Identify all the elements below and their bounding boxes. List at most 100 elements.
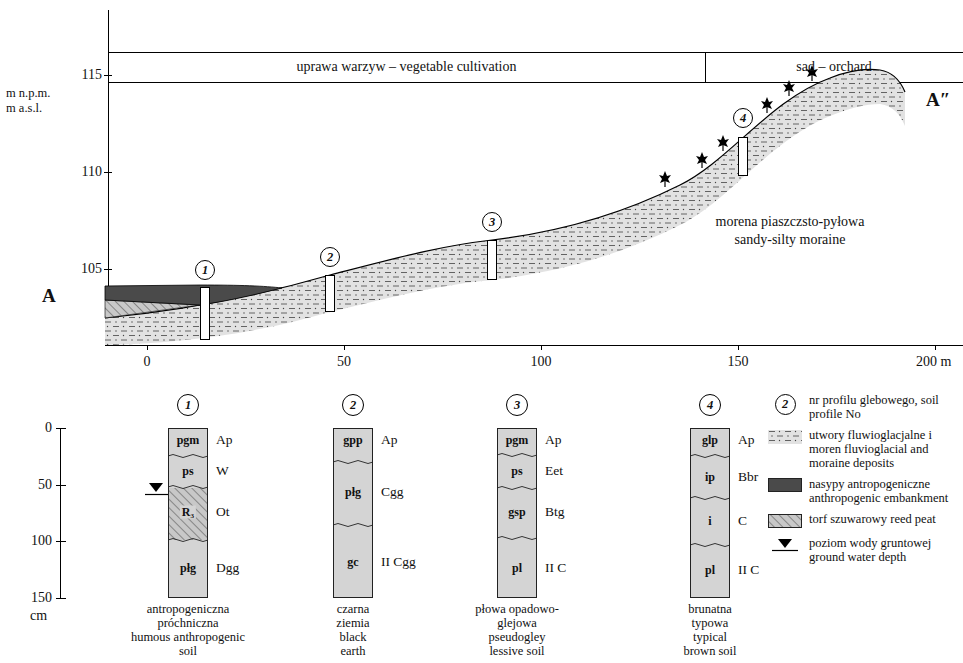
horizon-code: i [706, 515, 713, 528]
axis-tick-label: 110 [82, 164, 102, 180]
section-end-label: A″ [926, 89, 950, 111]
legend-text: nasypy antropogeniczne anthropogenic emb… [809, 477, 960, 505]
axis-tick-label: 50 [337, 354, 351, 370]
axis-tick-label: 150 [728, 354, 749, 370]
horizon-symbol: Bbr [738, 469, 758, 485]
soil-name: brunatna typowa [675, 603, 745, 630]
horizon-code: płg [178, 562, 198, 575]
moraine-band [105, 69, 905, 345]
legend-text: poziom wody gruntowej ground water depth [809, 536, 960, 564]
horizon-symbol: Eet [545, 463, 563, 479]
axis-tick-label: 150 [31, 590, 52, 606]
axis-tick-label: 100 [531, 354, 552, 370]
soil-profile-column: pgmpsgsppl [497, 428, 537, 598]
profile-column-fill [168, 428, 730, 598]
axis-tick-label: 50 [38, 477, 52, 493]
peat-sample [768, 513, 802, 529]
axis-tick-label: cm [30, 608, 47, 624]
horizon-symbol: Btg [545, 504, 565, 520]
legend-swatch [768, 478, 802, 492]
profile-number-text: 1 [185, 399, 191, 412]
soil-profile-column: gpppłggc [333, 428, 373, 598]
horizon-symbol: II C [738, 562, 759, 578]
horizon-code: ps [509, 465, 524, 478]
soil-name: pseudogley lessive soil [476, 631, 558, 658]
axis-tick-label: 115 [82, 67, 102, 83]
profile-number-text: 2 [782, 398, 788, 411]
horizon-code: gc [345, 556, 360, 569]
legend-text: torf szuwarowy reed peat [809, 512, 936, 526]
horizon-code: R₃ [180, 506, 196, 519]
soil-name: humous anthropogenic soil [129, 631, 247, 658]
profile-number-text: 2 [327, 251, 333, 264]
axis-unit: m n.p.m. [6, 86, 50, 100]
legend-row: nasypy antropogeniczne anthropogenic emb… [768, 477, 960, 505]
legend-row: 2 nr profilu glebowego, soil profile No [768, 393, 960, 421]
soil-name: czarna ziemia [323, 603, 383, 630]
ground-water-symbol [145, 483, 168, 495]
profile-number-text: 1 [202, 264, 208, 277]
band-text: sad – orchard [796, 59, 871, 75]
legend-row: utwory fluwioglacjalne i moren fluviogla… [768, 428, 960, 470]
profile-number: 1 [195, 260, 215, 280]
land-use-band: uprawa warzyw – vegetable cultivation [108, 52, 705, 82]
soil-profile-column: pgmpsR₃płg [168, 428, 208, 598]
horizon-code: ip [703, 471, 717, 484]
horizon-symbol: Dgg [216, 560, 239, 576]
profile-number-text: 3 [489, 216, 495, 229]
horizon-symbol: W [216, 463, 229, 479]
land-use-band: sad – orchard [705, 52, 963, 82]
distance-axis [105, 345, 963, 350]
profile-number: 3 [506, 394, 528, 416]
water-sample [768, 537, 802, 553]
deposit-label: sandy-silty moraine [735, 232, 846, 248]
horizon-code: płg [343, 486, 363, 499]
profile-boreholes [201, 138, 748, 340]
horizon-symbol: Ot [216, 504, 230, 520]
soil-name: płowa opadowo-glejowa [461, 603, 573, 630]
horizon-symbol: II Cgg [381, 554, 416, 570]
profile-number: 3 [482, 212, 502, 232]
profile-number-text: 4 [740, 112, 746, 125]
profile-number-text: 3 [514, 399, 520, 412]
horizon-boundaries [168, 454, 730, 547]
axis-tick-label: 105 [81, 261, 102, 277]
horizon-symbol: Ap [738, 432, 755, 448]
axis-tick-label: 0 [45, 420, 52, 436]
elevation-ticks [104, 76, 112, 270]
legend: 2 nr profilu glebowego, soil profile No ut… [768, 393, 960, 571]
anthropogenic-embankment [105, 285, 282, 305]
soil-profile-column: glp ip i pl [690, 428, 730, 598]
axis-tick-label: 200 m [916, 354, 951, 370]
horizon-symbol: Ap [216, 432, 233, 448]
soil-name: black earth [328, 631, 378, 658]
horizon-symbol: Ap [381, 432, 398, 448]
profile-number-text: 2 [350, 399, 356, 412]
legend-sample-slot: 2 [768, 393, 802, 415]
legend-text: nr profilu glebowego, soil profile No [809, 393, 960, 421]
horizon-code: glp [700, 434, 720, 447]
horizon-code: pl [510, 562, 524, 575]
section-end-label: A [42, 285, 56, 307]
legend-row: poziom wody gruntowej ground water depth [768, 536, 960, 564]
profile-number: 1 [177, 394, 199, 416]
soil-name: antropogeniczna próchniczna [138, 603, 238, 630]
water-sample-graphic [768, 537, 802, 553]
peat-sample-graphic [768, 513, 802, 529]
horizon-symbol: II C [545, 560, 566, 576]
profile-number-text: 4 [707, 399, 713, 412]
axis-tick-label: 100 [31, 533, 52, 549]
peat-horizon-hatch [168, 488, 208, 540]
profile-number: 2 [320, 247, 340, 267]
horizon-code: pl [703, 564, 717, 577]
horizon-code: ps [180, 465, 195, 478]
ground-surface [105, 69, 905, 318]
legend-row: torf szuwarowy reed peat [768, 512, 960, 529]
horizon-symbol: Ap [545, 432, 562, 448]
profile-number: 4 [699, 394, 721, 416]
axis-tick-label: 0 [144, 354, 151, 370]
soil-name: typical brown soil [678, 631, 742, 658]
horizon-code: gsp [506, 506, 527, 519]
horizon-symbol: C [738, 513, 747, 529]
deposit-label: morena piaszczsto-pyłowa [716, 214, 865, 230]
